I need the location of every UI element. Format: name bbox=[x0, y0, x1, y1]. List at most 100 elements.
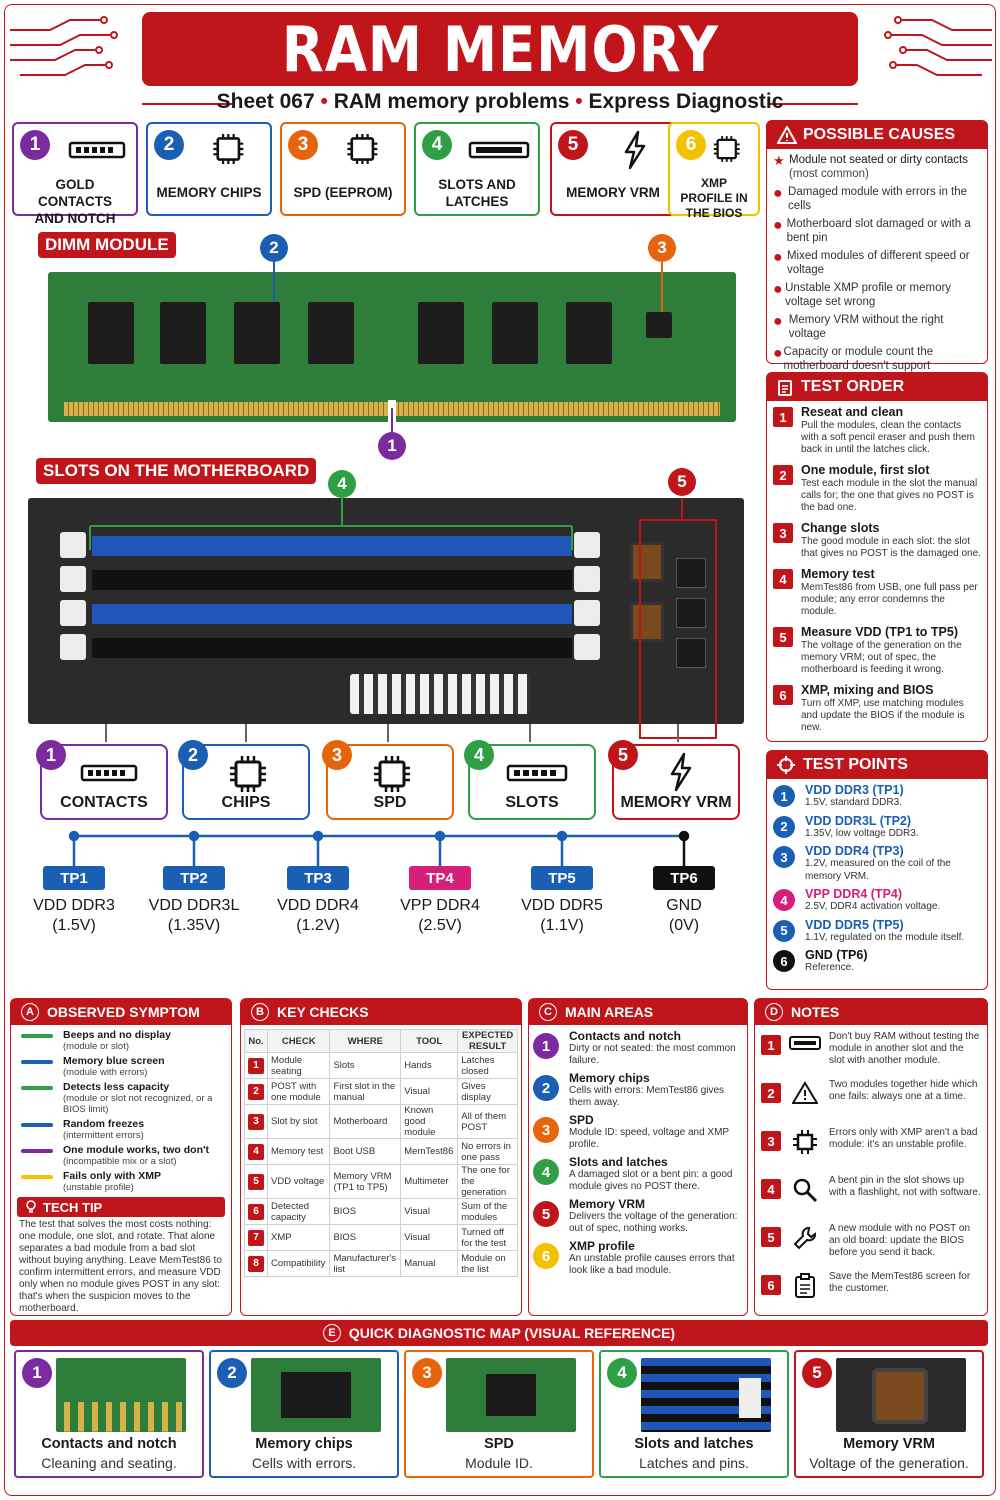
slot-latch bbox=[60, 600, 86, 626]
step-description: Pull the modules, clean the contacts wit… bbox=[801, 420, 975, 455]
note-number: 4 bbox=[761, 1179, 781, 1199]
bullet-icon: ● bbox=[773, 217, 783, 234]
number-badge: 4 bbox=[607, 1358, 637, 1388]
color-key bbox=[21, 1086, 53, 1090]
causes-list: ★Module not seated or dirty contacts(mos… bbox=[767, 149, 987, 373]
table-cell: Compatibility bbox=[266, 1250, 331, 1277]
dimm-slot bbox=[92, 638, 572, 658]
vrm-coil bbox=[630, 542, 664, 582]
cause-item: ★Module not seated or dirty contacts(mos… bbox=[773, 153, 981, 181]
symptom-list: Beeps and no display(module or slot) Memo… bbox=[11, 1025, 231, 1193]
point-title: GND (TP6) bbox=[805, 948, 868, 962]
table-cell: 3 bbox=[244, 1104, 268, 1139]
spd-chip bbox=[486, 1374, 536, 1416]
lightbulb-icon bbox=[26, 1200, 36, 1213]
cause-item: ●Damaged module with errors in the cells bbox=[773, 185, 981, 213]
page-frame bbox=[4, 4, 996, 1496]
row-number: 4 bbox=[248, 1143, 264, 1160]
checks-title: KEY CHECKS bbox=[277, 1004, 369, 1020]
tp6-label: TP6 bbox=[653, 866, 715, 890]
symptom-note: (module or slot) bbox=[63, 1041, 129, 1052]
color-key bbox=[21, 1060, 53, 1064]
warning-icon bbox=[777, 126, 797, 144]
category-label: MEMORY VRM bbox=[566, 185, 660, 200]
table-cell: Sum of the modules bbox=[457, 1198, 518, 1225]
map-card-description: Module ID. bbox=[465, 1455, 533, 1471]
board-card-vrm: 5 MEMORY VRM bbox=[608, 740, 740, 820]
warning-icon bbox=[781, 1081, 829, 1105]
step-description: The voltage of the generation on the mem… bbox=[801, 640, 962, 675]
map-card-description: Cleaning and seating. bbox=[41, 1455, 177, 1471]
table-cell: Visual bbox=[400, 1078, 459, 1105]
tp4-label: TP4 bbox=[409, 866, 471, 890]
row-number: 1 bbox=[248, 1057, 264, 1074]
area-description: A damaged slot or a bent pin: a good mod… bbox=[569, 1169, 733, 1192]
section-letter-e: E bbox=[322, 1324, 341, 1342]
table-cell: First slot in the manual bbox=[329, 1078, 402, 1105]
symptom-item: One module works, two don't(incompatible… bbox=[17, 1144, 225, 1167]
note-number: 1 bbox=[761, 1035, 781, 1055]
marker-badge-4: 4 bbox=[328, 470, 356, 498]
clipboard-icon bbox=[778, 380, 792, 396]
table-cell: 5 bbox=[244, 1164, 268, 1199]
number-badge: 1 bbox=[22, 1358, 52, 1388]
cause-item: ●Capacity or module count the motherboar… bbox=[773, 345, 981, 373]
table-cell: Motherboard bbox=[329, 1104, 402, 1139]
cause-text: Motherboard slot damaged or with a bent … bbox=[786, 218, 971, 244]
category-card-vrm: 5 MEMORY VRM bbox=[550, 122, 676, 216]
note-text: Errors only with XMP aren't a bad module… bbox=[829, 1127, 978, 1150]
cause-item: ●Motherboard slot damaged or with a bent… bbox=[773, 217, 981, 245]
section-letter-c: C bbox=[539, 1003, 557, 1021]
table-cell: 8 bbox=[244, 1250, 268, 1277]
clipboard-icon bbox=[781, 1273, 829, 1299]
step-number: 6 bbox=[773, 685, 793, 705]
tp5-label: TP5 bbox=[531, 866, 593, 890]
table-cell: BIOS bbox=[329, 1198, 402, 1225]
symptom-text: Memory blue screen bbox=[63, 1055, 165, 1067]
point-title: VDD DDR3 (TP1) bbox=[805, 783, 904, 797]
table-cell: Visual bbox=[400, 1224, 459, 1251]
table-cell: Manufacturer's list bbox=[329, 1250, 402, 1277]
memory-chip bbox=[88, 302, 134, 364]
symptom-item: Beeps and no display(module or slot) bbox=[17, 1029, 225, 1052]
cause-text: Memory VRM without the right voltage bbox=[788, 314, 944, 340]
atx-power-connector bbox=[350, 674, 530, 714]
table-cell: Slots bbox=[329, 1052, 402, 1079]
color-key bbox=[21, 1034, 53, 1038]
memory-chip bbox=[418, 302, 464, 364]
map-card-image bbox=[641, 1358, 771, 1432]
category-label: XMP PROFILE IN THE BIOS bbox=[680, 176, 748, 220]
row-number: 7 bbox=[248, 1229, 264, 1246]
section-letter-a: A bbox=[21, 1003, 39, 1021]
causes-header: POSSIBLE CAUSES bbox=[767, 121, 987, 149]
lightning-icon bbox=[624, 130, 646, 170]
table-cell: 4 bbox=[244, 1138, 268, 1165]
step-title: One module, first slot bbox=[801, 463, 930, 477]
column-header: WHERE bbox=[329, 1029, 402, 1053]
board-highlight-lines bbox=[89, 498, 717, 742]
board-card-label: SPD bbox=[373, 794, 407, 811]
point-description: 1.1V, regulated on the module itself. bbox=[805, 931, 965, 943]
spd-chip bbox=[646, 312, 672, 338]
step-description: Test each module in the slot the manual … bbox=[801, 478, 978, 513]
map-header: E QUICK DIAGNOSTIC MAP (VISUAL REFERENCE… bbox=[10, 1320, 988, 1346]
table-cell: Memory VRM (TP1 to TP5) bbox=[329, 1164, 402, 1199]
map-card-description: Latches and pins. bbox=[639, 1455, 749, 1471]
area-title: Contacts and notch bbox=[569, 1029, 682, 1043]
tp-name: GND bbox=[666, 897, 702, 914]
test-points-title: TEST POINTS bbox=[803, 756, 908, 773]
test-order-header: TEST ORDER bbox=[767, 373, 987, 401]
